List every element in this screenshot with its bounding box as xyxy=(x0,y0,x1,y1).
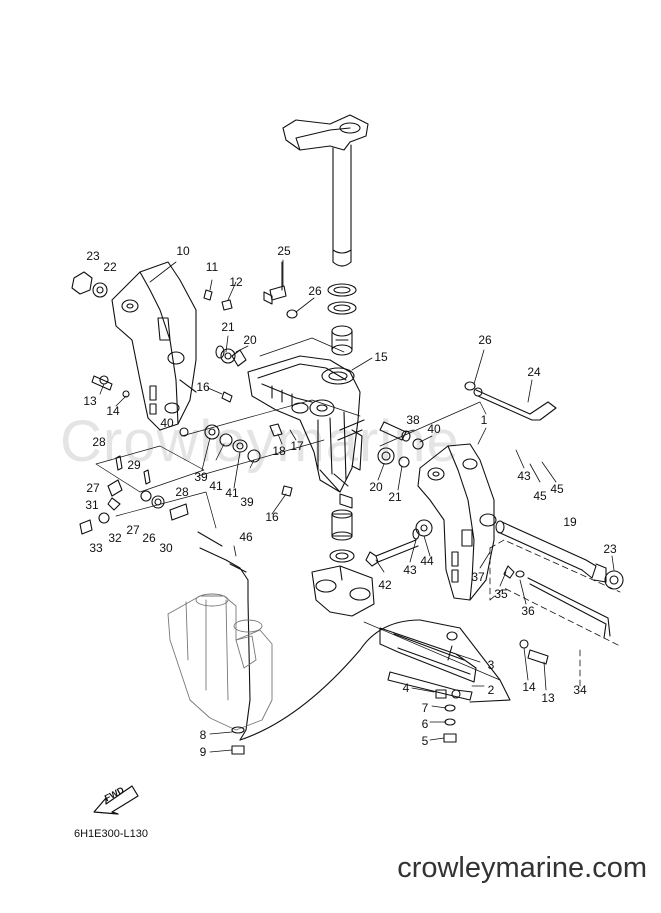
dashed-assembly-lines xyxy=(489,539,621,691)
callout-45: 45 xyxy=(550,482,564,496)
grounding-parts xyxy=(79,455,189,535)
callout-41: 41 xyxy=(209,479,223,493)
forward-arrow-icon xyxy=(93,785,139,815)
steering-shaft xyxy=(282,114,369,267)
callout-8: 8 xyxy=(199,728,207,742)
callout-27: 27 xyxy=(126,523,140,537)
leader-lines xyxy=(99,259,615,753)
group-outlines xyxy=(95,337,501,681)
callout-10: 10 xyxy=(176,244,190,258)
callout-22: 22 xyxy=(103,260,117,274)
callout-14: 14 xyxy=(522,680,536,694)
callout-33: 33 xyxy=(89,541,103,555)
shaft-washers xyxy=(327,283,357,356)
callout-16: 16 xyxy=(265,510,279,524)
callout-40: 40 xyxy=(427,422,441,436)
callout-14: 14 xyxy=(106,404,120,418)
callout-46: 46 xyxy=(239,530,253,544)
callout-28: 28 xyxy=(92,435,106,449)
callout-1: 1 xyxy=(480,413,488,427)
callout-21: 21 xyxy=(388,490,402,504)
bottom-hardware xyxy=(231,639,549,755)
ground-lead-wire xyxy=(197,531,511,741)
callout-38: 38 xyxy=(406,413,420,427)
callout-20: 20 xyxy=(369,480,383,494)
diagram-code: 6H1E300-L130 xyxy=(74,828,149,840)
callout-43: 43 xyxy=(403,563,417,577)
callout-23: 23 xyxy=(603,542,617,556)
callout-2: 2 xyxy=(487,683,495,697)
callout-7: 7 xyxy=(421,701,429,715)
callout-23: 23 xyxy=(86,249,100,263)
callout-25: 25 xyxy=(277,244,291,258)
callout-39: 39 xyxy=(194,470,208,484)
lower-unit-outline xyxy=(167,593,273,731)
callout-13: 13 xyxy=(541,691,555,705)
callout-31: 31 xyxy=(85,498,99,512)
upper-small-parts xyxy=(71,261,298,497)
site-footer[interactable]: crowleymarine.com xyxy=(397,852,647,884)
callout-40: 40 xyxy=(160,416,174,430)
tilt-lock-lever xyxy=(464,381,557,421)
lower-mount-bracket xyxy=(311,565,375,617)
pivot-pin-assembly xyxy=(337,419,424,468)
callout-41: 41 xyxy=(225,486,239,500)
callout-26: 26 xyxy=(142,531,156,545)
callout-44: 44 xyxy=(420,554,434,568)
callout-29: 29 xyxy=(127,458,141,472)
callout-20: 20 xyxy=(243,333,257,347)
callout-32: 32 xyxy=(108,531,122,545)
callout-42: 42 xyxy=(378,578,392,592)
callout-36: 36 xyxy=(521,604,535,618)
left-pin-parts xyxy=(179,345,261,463)
callout-26: 26 xyxy=(308,284,322,298)
callout-45: 45 xyxy=(533,489,547,503)
callout-16: 16 xyxy=(196,380,210,394)
callout-17: 17 xyxy=(290,439,304,453)
callout-27: 27 xyxy=(86,481,100,495)
lower-bushings xyxy=(329,509,355,563)
callout-34: 34 xyxy=(573,683,587,697)
callout-39: 39 xyxy=(240,495,254,509)
callout-4: 4 xyxy=(402,681,410,695)
callout-15: 15 xyxy=(374,350,388,364)
callout-6: 6 xyxy=(421,717,429,731)
callout-43: 43 xyxy=(517,469,531,483)
callout-11: 11 xyxy=(205,260,219,274)
callout-13: 13 xyxy=(83,394,97,408)
callout-21: 21 xyxy=(221,320,235,334)
callout-35: 35 xyxy=(494,587,508,601)
callout-37: 37 xyxy=(471,570,485,584)
callout-24: 24 xyxy=(527,365,541,379)
right-clamp-bracket xyxy=(417,443,497,601)
callout-3: 3 xyxy=(487,658,495,672)
callout-12: 12 xyxy=(229,275,243,289)
swivel-bracket xyxy=(247,355,363,509)
left-clamp-bracket xyxy=(111,261,197,431)
callout-19: 19 xyxy=(563,515,577,529)
tilt-tube xyxy=(495,520,624,590)
callout-26: 26 xyxy=(478,333,492,347)
callout-9: 9 xyxy=(199,745,207,759)
callout-30: 30 xyxy=(159,541,173,555)
callout-5: 5 xyxy=(421,734,429,748)
callout-28: 28 xyxy=(175,485,189,499)
tilt-stop-rod xyxy=(503,565,611,639)
callout-18: 18 xyxy=(272,444,286,458)
